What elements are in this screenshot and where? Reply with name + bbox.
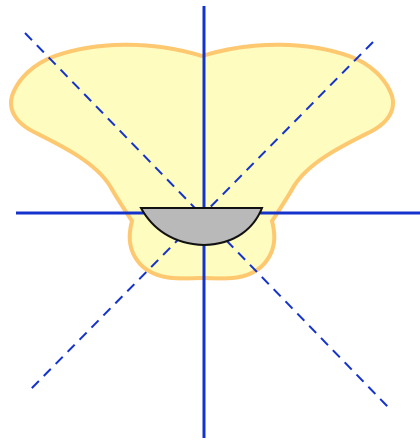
radiation-pattern-shape <box>9 42 395 281</box>
half-lens <box>139 207 264 247</box>
